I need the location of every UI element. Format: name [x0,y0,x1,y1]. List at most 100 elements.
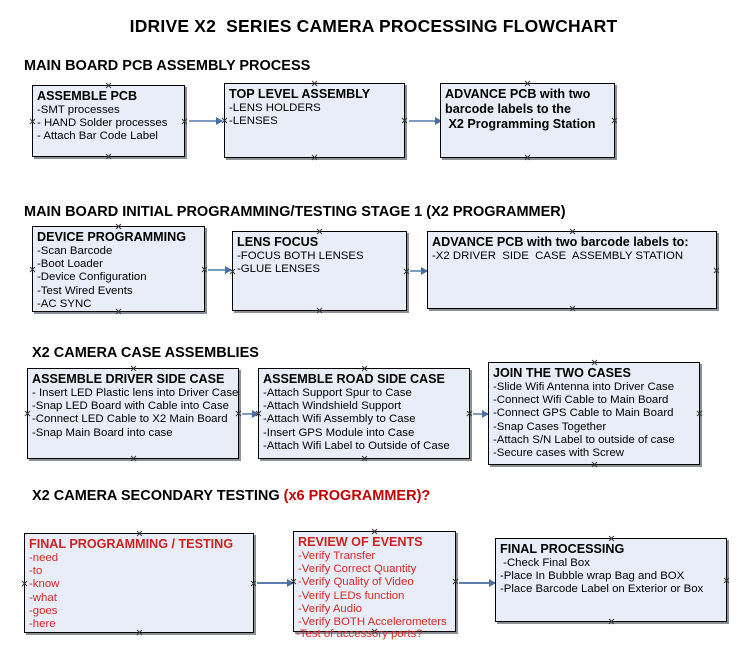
box-final-processing[interactable]: FINAL PROCESSING -Check Final Box -Place… [495,538,727,622]
box-final-programming-testing[interactable]: FINAL PROGRAMMING / TESTING -need -to -k… [24,533,254,633]
box-line: X2 Programming Station [445,116,596,131]
arrowhead-icon [435,117,442,125]
resize-handle-top[interactable] [608,535,615,542]
box-advance-pcb-driver-side-station[interactable]: ADVANCE PCB with two barcode labels to: … [427,231,717,309]
box-line: -to [29,565,43,578]
box-assemble-driver-side-case[interactable]: ASSEMBLE DRIVER SIDE CASE - Insert LED P… [27,368,239,459]
box-title: FINAL PROGRAMMING / TESTING [29,537,234,551]
box-line: -Attach S/N Label to outside of case [493,433,675,446]
section-heading-4-accent: (x6 PROGRAMMER)? [283,488,431,504]
resize-handle-top[interactable] [130,365,137,372]
box-line: -SMT processes [37,103,120,116]
section-heading-4-text: X2 CAMERA SECONDARY TESTING [32,488,284,504]
resize-handle-left[interactable] [21,580,28,587]
resize-handle-bottom[interactable] [105,153,112,160]
box-title: ASSEMBLE ROAD SIDE CASE [263,372,445,386]
box-join-the-two-cases[interactable]: JOIN THE TWO CASES -Slide Wifi Antenna i… [488,362,700,465]
box-title: ADVANCE PCB with two [445,87,591,101]
resize-handle-bottom[interactable] [608,618,615,625]
box-line: -Attach Wifi Assembly to Case [263,413,416,426]
resize-handle-left[interactable] [29,118,36,125]
box-line: -FOCUS BOTH LENSES [237,249,364,262]
resize-handle-top[interactable] [115,223,122,230]
resize-handle-right[interactable] [250,580,257,587]
arrowhead-icon [225,266,232,274]
resize-handle-bottom[interactable] [569,305,576,312]
box-title: DEVICE PROGRAMMING [37,230,187,244]
box-line: -Snap Main Board into case [32,426,173,439]
box-line: -AC SYNC [37,297,92,310]
box-line: -Verify Transfer [298,549,376,562]
box-line: -LENS HOLDERS [229,101,321,114]
resize-handle-bottom[interactable] [591,461,598,468]
connector-arrow [410,267,428,275]
resize-handle-left[interactable] [24,410,31,417]
box-line: -Place In Bubble wrap Bag and BOX [500,570,685,583]
resize-handle-right[interactable] [181,118,188,125]
resize-handle-top[interactable] [136,530,143,537]
resize-handle-right[interactable] [403,268,410,275]
box-lens-focus[interactable]: LENS FOCUS -FOCUS BOTH LENSES -GLUE LENS… [232,231,407,311]
resize-handle-right[interactable] [201,266,208,273]
box-review-of-events[interactable]: REVIEW OF EVENTS -Verify Transfer -Verif… [293,531,456,632]
box-line: -Slide Wifi Antenna into Driver Case [493,380,675,393]
resize-handle-right[interactable] [713,267,720,274]
box-advance-pcb-programming-station[interactable]: ADVANCE PCB with two barcode labels to t… [440,83,615,158]
resize-handle-bottom[interactable] [311,154,318,161]
box-top-level-assembly[interactable]: TOP LEVEL ASSEMBLY -LENS HOLDERS -LENSES [224,83,405,158]
resize-handle-right[interactable] [401,117,408,124]
box-line: -Verify Audio [298,602,362,615]
connector-arrow [459,579,496,587]
arrowhead-icon [287,579,294,587]
resize-handle-top[interactable] [361,365,368,372]
arrowhead-icon [252,410,259,418]
box-line: -Check Final Box [500,556,590,569]
resize-handle-bottom[interactable] [316,307,323,314]
resize-handle-right[interactable] [466,410,473,417]
box-title: JOIN THE TWO CASES [493,366,631,380]
box-line: -LENSES [229,115,278,128]
resize-handle-right[interactable] [452,578,459,585]
section-heading-3: X2 CAMERA CASE ASSEMBLIES [32,345,259,361]
box-line: -Device Configuration [37,271,147,284]
resize-handle-top[interactable] [524,80,531,87]
resize-handle-left[interactable] [29,266,36,273]
box-line: -Scan Barcode [37,244,113,257]
resize-handle-bottom[interactable] [130,455,137,462]
box-line: -what [29,591,57,604]
resize-handle-right[interactable] [723,577,730,584]
box-title: FINAL PROCESSING [500,542,625,556]
box-assemble-pcb[interactable]: ASSEMBLE PCB -SMT processes - HAND Solde… [32,85,185,157]
box-line: -goes [29,604,58,617]
box-device-programming[interactable]: DEVICE PROGRAMMING -Scan Barcode -Boot L… [32,226,205,312]
box-line: - HAND Solder processes [37,117,168,130]
review-of-events-overflow-line: -Test of accessory ports? [296,628,423,640]
box-title: ADVANCE PCB with two barcode labels to: [432,235,689,249]
connector-arrow [409,117,442,125]
resize-handle-top[interactable] [569,228,576,235]
box-line: -here [29,617,56,630]
box-line: -Connect LED Cable to X2 Main Board [32,413,228,426]
resize-handle-top[interactable] [105,82,112,89]
box-line: -Verify LEDs function [298,589,405,602]
resize-handle-right[interactable] [696,410,703,417]
resize-handle-top[interactable] [311,80,318,87]
box-line: -Connect Wifi Cable to Main Board [493,394,669,407]
resize-handle-top[interactable] [316,228,323,235]
connector-arrow [257,579,294,587]
box-line: -Place Barcode Label on Exterior or Box [500,583,704,596]
resize-handle-top[interactable] [371,528,378,535]
box-assemble-road-side-case[interactable]: ASSEMBLE ROAD SIDE CASE -Attach Support … [258,368,470,459]
resize-handle-bottom[interactable] [361,455,368,462]
box-title: TOP LEVEL ASSEMBLY [229,87,371,101]
page-title: IDRIVE X2 SERIES CAMERA PROCESSING FLOWC… [129,16,618,36]
resize-handle-bottom[interactable] [524,154,531,161]
resize-handle-right[interactable] [611,117,618,124]
box-line: -Test Wired Events [37,284,133,297]
section-heading-4: X2 CAMERA SECONDARY TESTING (x6 PROGRAMM… [32,488,430,504]
resize-handle-top[interactable] [591,359,598,366]
resize-handle-right[interactable] [235,410,242,417]
box-line: - Insert LED Plastic lens into Driver Ca… [32,386,239,399]
box-line: -GLUE LENSES [237,263,320,276]
